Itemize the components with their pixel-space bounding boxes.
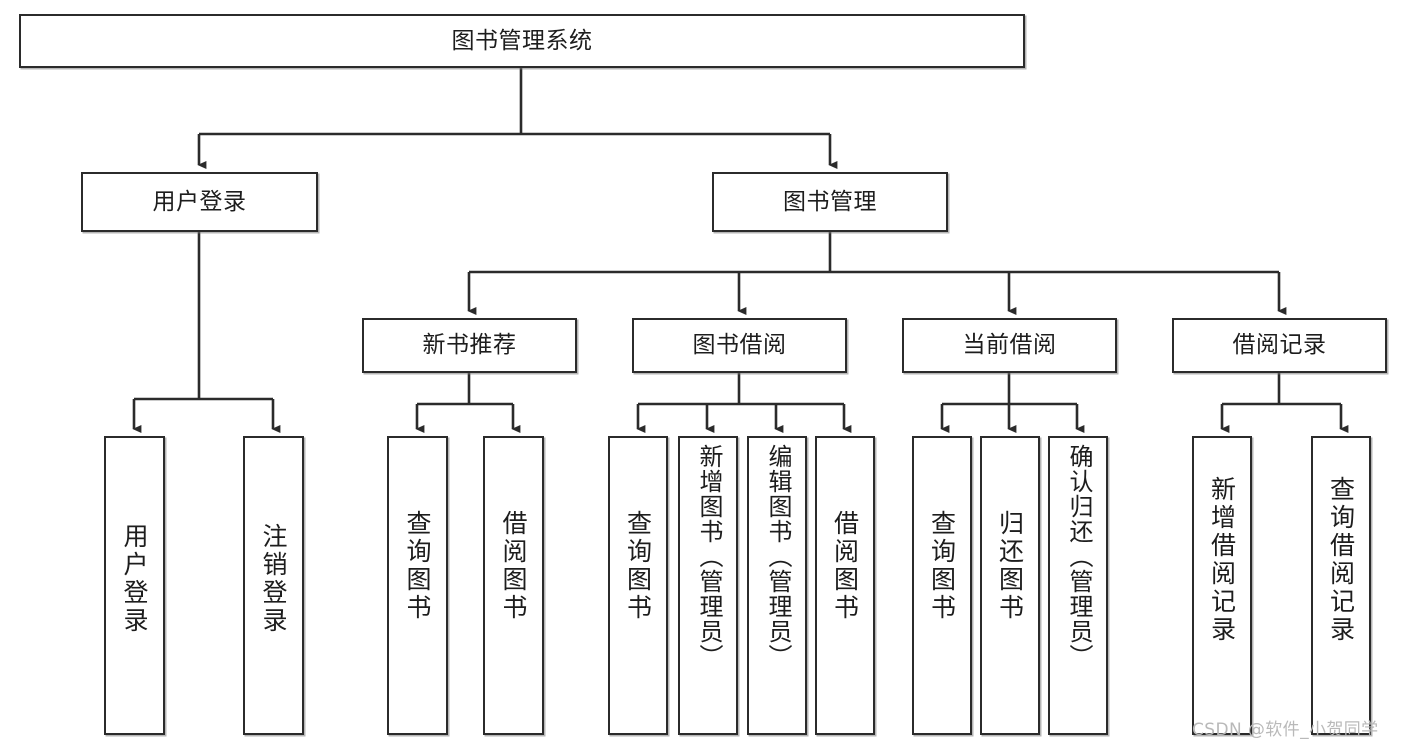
- node-label: 查询图书: [403, 510, 432, 622]
- node-root-book-management-system[interactable]: 图书管理系统: [19, 14, 1025, 68]
- node-label: 图书借阅: [692, 332, 787, 359]
- node-label: 编辑图书（管理员）: [763, 444, 792, 669]
- node-current-borrow[interactable]: 当前借阅: [902, 318, 1117, 373]
- node-label: 新书推荐: [422, 332, 517, 359]
- node-label: 借阅记录: [1232, 332, 1327, 359]
- node-user-login[interactable]: 用户登录: [81, 172, 318, 232]
- node-label: 确认归还（管理员）: [1064, 444, 1093, 669]
- leaf-current-borrow-query-books[interactable]: 查询图书: [912, 436, 972, 735]
- node-label: 新增图书（管理员）: [694, 444, 723, 669]
- leaf-book-borrow-add-book-admin[interactable]: 新增图书（管理员）: [678, 436, 738, 735]
- node-label: 新增借阅记录: [1207, 476, 1237, 644]
- node-label: 注销登录: [259, 523, 288, 635]
- leaf-book-borrow-borrow-books[interactable]: 借阅图书: [815, 436, 875, 735]
- leaf-new-book-borrow-books[interactable]: 借阅图书: [483, 436, 544, 735]
- node-label: 图书管理系统: [451, 27, 593, 54]
- node-book-management[interactable]: 图书管理: [712, 172, 948, 232]
- node-borrow-record[interactable]: 借阅记录: [1172, 318, 1387, 373]
- node-new-book-recommend[interactable]: 新书推荐: [362, 318, 577, 373]
- node-label: 用户登录: [120, 523, 149, 635]
- node-label: 借阅图书: [499, 510, 528, 622]
- leaf-borrow-record-query-record[interactable]: 查询借阅记录: [1311, 436, 1371, 735]
- leaf-user-login-signout[interactable]: 注销登录: [243, 436, 304, 735]
- node-label: 查询图书: [927, 510, 957, 622]
- leaf-user-login-signin[interactable]: 用户登录: [104, 436, 165, 735]
- node-label: 查询借阅记录: [1326, 476, 1356, 644]
- node-label: 图书管理: [783, 188, 877, 215]
- watermark-credit: CSDN @软件_小贺同学: [1192, 720, 1379, 740]
- node-label: 借阅图书: [830, 510, 860, 622]
- leaf-book-borrow-edit-book-admin[interactable]: 编辑图书（管理员）: [747, 436, 807, 735]
- node-label: 当前借阅: [962, 332, 1057, 359]
- leaf-borrow-record-add-record[interactable]: 新增借阅记录: [1192, 436, 1252, 735]
- leaf-book-borrow-query-books[interactable]: 查询图书: [608, 436, 668, 735]
- node-label: 归还图书: [995, 510, 1025, 622]
- node-book-borrow[interactable]: 图书借阅: [632, 318, 847, 373]
- node-label: 查询图书: [623, 510, 653, 622]
- node-label: 用户登录: [152, 188, 247, 215]
- leaf-current-borrow-confirm-return-admin[interactable]: 确认归还（管理员）: [1048, 436, 1108, 735]
- leaf-current-borrow-return-books[interactable]: 归还图书: [980, 436, 1040, 735]
- leaf-new-book-query-books[interactable]: 查询图书: [387, 436, 448, 735]
